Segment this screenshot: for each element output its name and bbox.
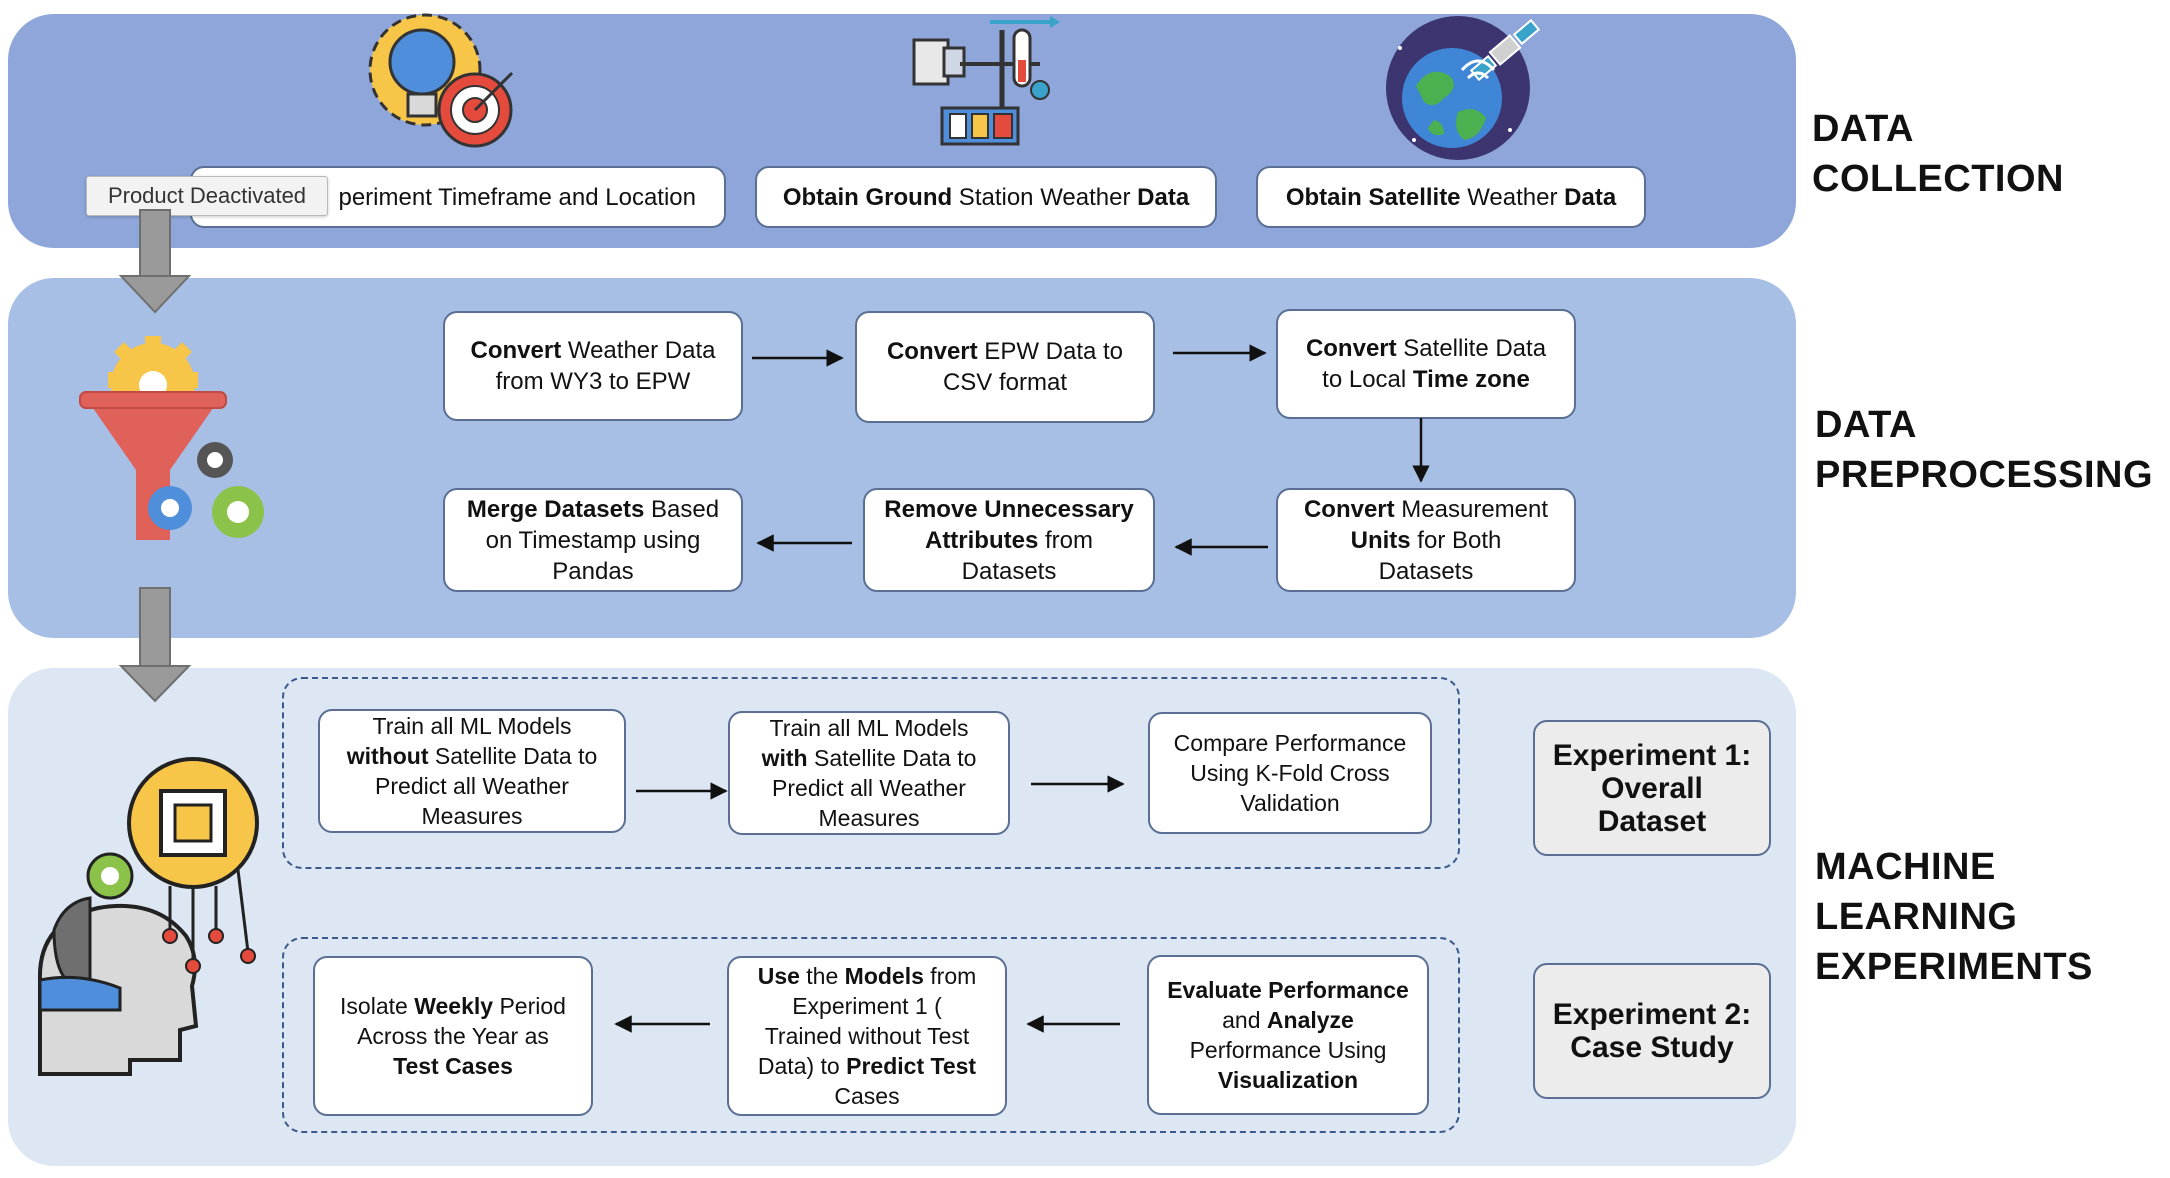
down-arrow-collection-to-preprocessing (118, 209, 192, 314)
lightbulb-target-icon (368, 13, 514, 148)
weather-station-icon (912, 16, 1060, 146)
experiment1-container (282, 677, 1460, 869)
box-satellite-data: Obtain Satellite Weather Data (1256, 166, 1646, 228)
product-deactivated-tooltip: Product Deactivated (86, 176, 328, 216)
experiment2-container (282, 937, 1460, 1133)
experiment2-label-box: Experiment 2:Case Study (1533, 963, 1771, 1099)
box-ground-station-data: Obtain Ground Station Weather Data (755, 166, 1217, 228)
satellite-earth-icon (1386, 16, 1541, 160)
label-data-collection: DATA COLLECTION (1812, 108, 2064, 200)
data-funnel-gears-icon (79, 336, 264, 540)
label-ml-experiments: MACHINE LEARNING EXPERIMENTS (1815, 846, 2093, 988)
down-arrow-preprocessing-to-ml (118, 587, 192, 703)
label-data-preprocessing: DATA PREPROCESSING (1815, 404, 2154, 496)
ai-head-chip-icon (37, 757, 259, 1076)
